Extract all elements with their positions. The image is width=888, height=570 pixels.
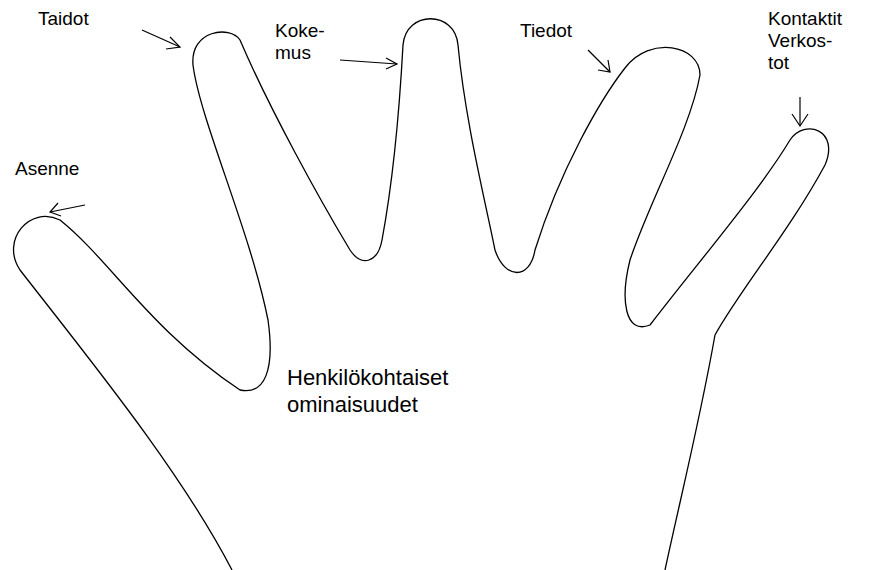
knowledge-label: Tiedot (520, 20, 630, 42)
arrowhead (386, 58, 397, 69)
arrowhead (166, 37, 180, 49)
leader-line (799, 97, 800, 126)
arrowhead (50, 203, 61, 216)
arrowhead (792, 114, 808, 126)
skill-label: Taidot (38, 8, 148, 30)
arrowhead (598, 60, 610, 72)
attitude-label: Asenne (15, 158, 125, 180)
contacts-label: Kontaktit Verkos- tot (768, 8, 858, 74)
leader-line (588, 50, 610, 72)
leader-line (340, 60, 397, 64)
leader-line (142, 30, 180, 47)
experience-label: Koke- mus (275, 20, 339, 64)
leader-arrows (50, 30, 808, 216)
personal-traits-label: Henkilökohtaiset ominaisuudet (287, 364, 527, 418)
hand-outline (14, 19, 829, 570)
